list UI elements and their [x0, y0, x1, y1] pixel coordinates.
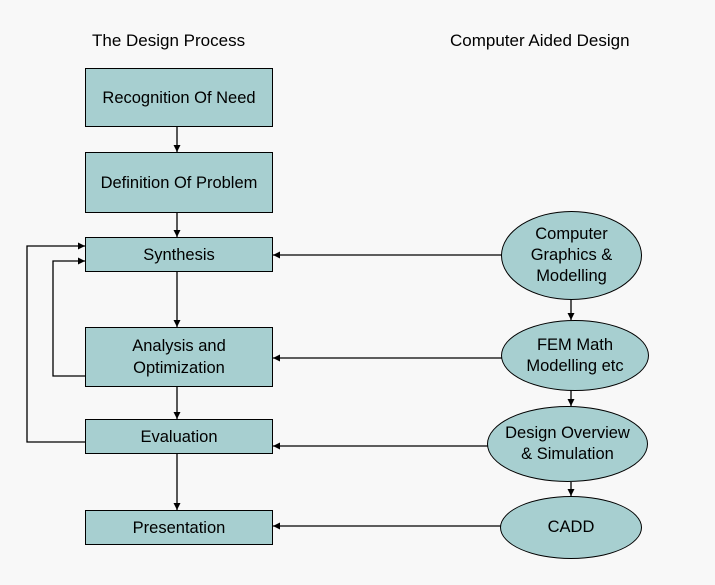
computer-graphics-modelling-label: Computer Graphics & Modelling	[530, 225, 613, 285]
recognition-of-need-box: Recognition Of Need	[85, 68, 273, 127]
presentation-label: Presentation	[132, 518, 226, 537]
fem-math-modelling-node: FEM Math Modelling etc	[501, 320, 649, 391]
cad-heading: Computer Aided Design	[450, 31, 630, 50]
feedback-evaluation-to-synthesis	[26, 242, 86, 443]
design-overview-simulation-label: Design Overview & Simulation	[505, 424, 630, 463]
analysis-optimization-box: Analysis and Optimization	[85, 327, 273, 387]
fem-math-modelling-label: FEM Math Modelling etc	[526, 335, 624, 375]
evaluation-label: Evaluation	[140, 427, 218, 446]
synthesis-box: Synthesis	[85, 237, 273, 272]
presentation-box: Presentation	[85, 510, 273, 545]
recognition-of-need-label: Recognition Of Need	[102, 88, 256, 107]
cadd-label: CADD	[547, 518, 595, 536]
definition-of-problem-box: Definition Of Problem	[85, 152, 273, 213]
cadd-node: CADD	[500, 496, 642, 559]
design-overview-simulation-node: Design Overview & Simulation	[487, 406, 648, 482]
evaluation-box: Evaluation	[85, 419, 273, 454]
computer-graphics-modelling-node: Computer Graphics & Modelling	[501, 211, 642, 300]
synthesis-label: Synthesis	[143, 245, 215, 264]
analysis-optimization-label: Analysis and Optimization	[132, 337, 226, 377]
design-process-heading: The Design Process	[92, 31, 246, 50]
definition-of-problem-label: Definition Of Problem	[100, 173, 258, 192]
feedback-analysis-to-synthesis	[52, 257, 86, 377]
